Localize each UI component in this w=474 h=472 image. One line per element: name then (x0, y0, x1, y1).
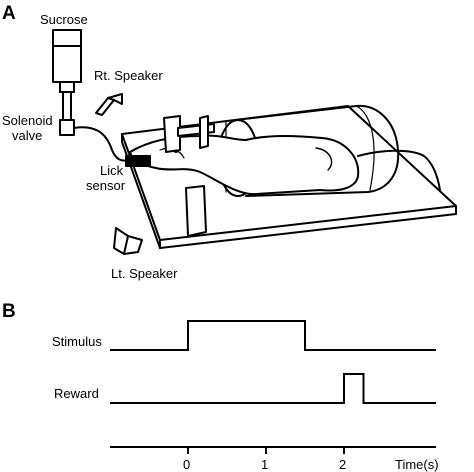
right-speaker-label: Rt. Speaker (94, 68, 163, 83)
head-holder (163, 115, 215, 153)
panel-a-letter: A (2, 3, 16, 24)
side-panel (185, 185, 207, 237)
tick-label-2: 2 (339, 457, 347, 472)
stimulus-label: Stimulus (52, 334, 102, 349)
reward-trace (110, 373, 436, 404)
stimulus-trace (110, 320, 436, 351)
sensor-label: sensor (86, 178, 126, 193)
lick-label: Lick (100, 163, 124, 178)
reward-label: Reward (54, 386, 99, 401)
panel-b-letter: B (2, 301, 16, 322)
lick-sensor (125, 155, 151, 167)
tick-label-1: 1 (261, 457, 269, 472)
left-speaker-label: Lt. Speaker (111, 266, 178, 281)
sucrose-tube (73, 126, 131, 162)
left-speaker-icon (113, 227, 143, 255)
time-axis-unit: Time(s) (395, 457, 439, 472)
sucrose-syringe (52, 29, 82, 121)
solenoid-label: Solenoid (2, 113, 53, 128)
tick-label-0: 0 (183, 457, 191, 472)
valve-label: valve (12, 128, 43, 143)
right-speaker-icon (95, 93, 123, 116)
sucrose-label: Sucrose (40, 12, 88, 27)
